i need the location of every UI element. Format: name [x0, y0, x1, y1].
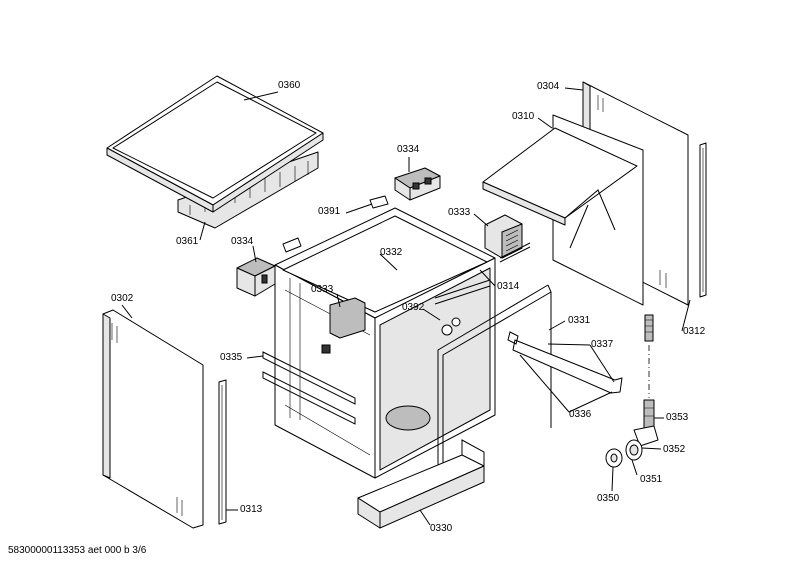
label-0333-right: 0333: [448, 207, 471, 218]
label-0353: 0353: [666, 412, 689, 423]
label-0313: 0313: [240, 504, 263, 515]
label-0392: 0392: [402, 302, 425, 313]
bracket-upper-part: [394, 167, 441, 201]
side-strip-left: [218, 379, 227, 525]
label-0304: 0304: [537, 81, 560, 92]
left-side-panel-part: [102, 309, 204, 529]
label-0331: 0331: [568, 315, 591, 326]
label-0352: 0352: [663, 444, 686, 455]
label-0336: 0336: [569, 409, 592, 420]
hose-assembly-part: [605, 314, 659, 468]
worktop-part: [106, 75, 324, 229]
bracket-left-part: [236, 257, 276, 297]
label-0332: 0332: [380, 247, 403, 258]
label-0333-left: 0333: [311, 284, 334, 295]
label-0361: 0361: [176, 236, 199, 247]
tub-body-part: [274, 207, 496, 479]
spray-arm-part: [507, 331, 623, 394]
leader-lines: [121, 87, 691, 526]
label-0312: 0312: [683, 326, 706, 337]
vent-right-part: [484, 214, 523, 259]
plinth-part: [357, 439, 485, 529]
label-0334-upper: 0334: [397, 144, 420, 155]
label-0350: 0350: [597, 493, 620, 504]
label-0314: 0314: [497, 281, 520, 292]
label-0391: 0391: [318, 206, 341, 217]
document-footer: 58300000113353 aet 000 b 3/6: [8, 545, 147, 556]
label-0337: 0337: [591, 339, 614, 350]
label-0360: 0360: [278, 80, 301, 91]
door-seal-part: [437, 242, 552, 490]
label-0335: 0335: [220, 352, 243, 363]
label-0351: 0351: [640, 474, 663, 485]
side-strip-right: [699, 142, 707, 298]
label-0310: 0310: [512, 111, 535, 122]
clip-parts: [282, 195, 389, 253]
top-cover-part: [482, 114, 644, 306]
label-0302: 0302: [111, 293, 134, 304]
label-0330: 0330: [430, 523, 453, 534]
label-0334-left: 0334: [231, 236, 254, 247]
